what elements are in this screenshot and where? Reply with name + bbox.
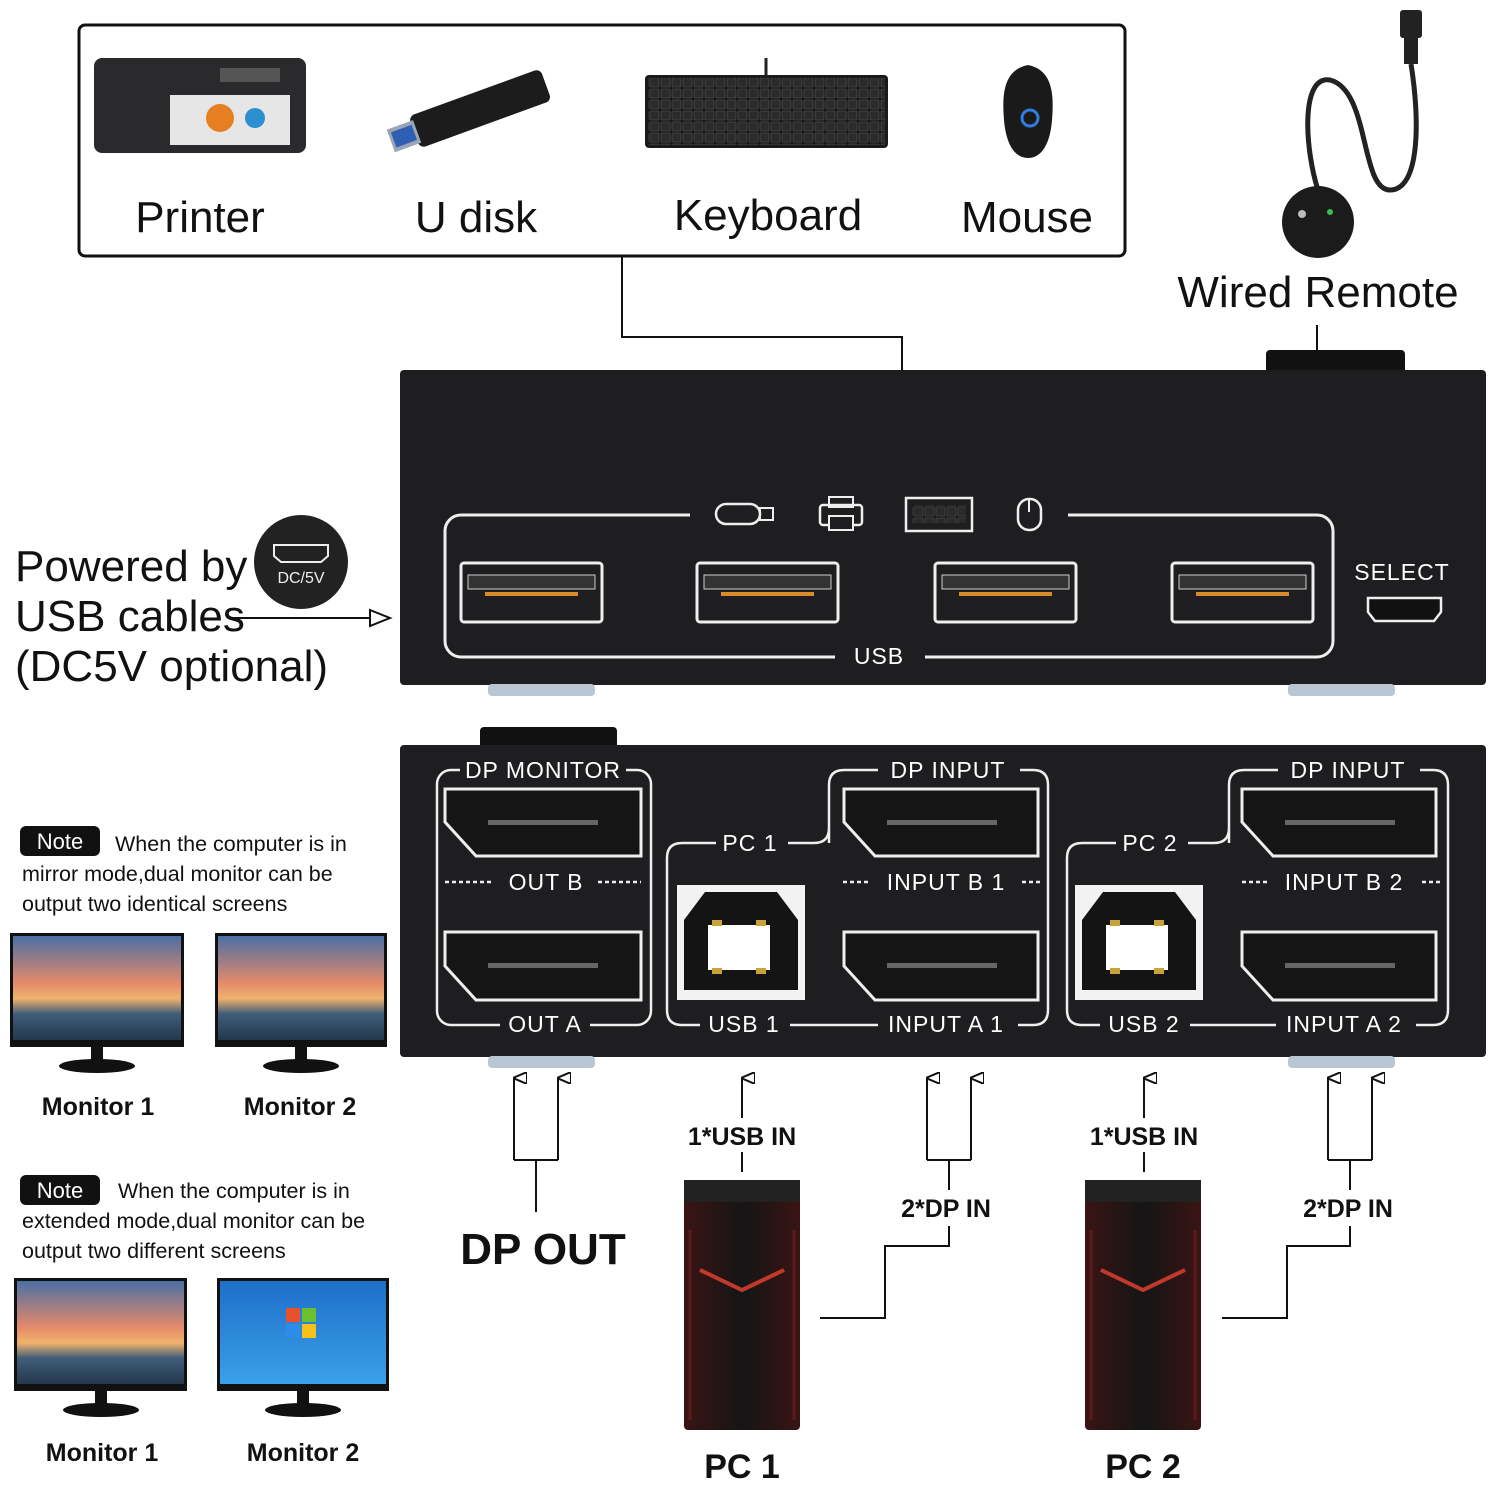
dp-out-label: DP OUT — [460, 1225, 626, 1274]
out-b-label: OUT B — [509, 869, 584, 895]
usb-in-label-pc1: 1*USB IN — [688, 1123, 796, 1151]
printer-icon — [818, 496, 864, 531]
monitor-label: Monitor 1 — [46, 1439, 159, 1467]
kvm-front-panel: USB SELECT — [400, 350, 1486, 696]
dp-port-input-b1[interactable] — [842, 787, 1040, 858]
usb-stick-icon — [714, 502, 774, 526]
dp-port-out-b[interactable] — [443, 787, 643, 858]
mouse-icon — [1016, 497, 1043, 532]
usb-hub-label: USB — [854, 643, 904, 669]
note-extended-mode: Note When the computer is in extended mo… — [20, 1175, 365, 1263]
usb-a-port[interactable] — [933, 561, 1078, 624]
peripheral-label-mouse: Mouse — [961, 193, 1093, 242]
wired-remote-image — [1282, 10, 1422, 258]
pc2-label: PC 2 — [1122, 830, 1177, 856]
usb-b-port-2[interactable] — [1075, 885, 1203, 1000]
select-port[interactable] — [1366, 596, 1443, 623]
dp-port-input-b2[interactable] — [1240, 787, 1438, 858]
monitor-label: Monitor 1 — [42, 1093, 155, 1121]
pc2-label: PC 2 — [1105, 1448, 1181, 1486]
input-b2-label: INPUT B 2 — [1285, 869, 1404, 895]
usb-in-label-pc2: 1*USB IN — [1090, 1123, 1198, 1151]
input-a1-label: INPUT A 1 — [888, 1011, 1004, 1037]
dp-monitor-label: DP MONITOR — [465, 757, 621, 783]
kvm-rear-panel: DP MONITOR OUT B OUT A PC 1 DP INPUT INP… — [400, 727, 1486, 1068]
keyboard-icon — [904, 496, 974, 533]
monitor-label: Monitor 2 — [247, 1439, 360, 1467]
note-line: mirror mode,dual monitor can be — [22, 862, 333, 886]
dp-in-label-pc1: 2*DP IN — [901, 1195, 991, 1223]
select-port-label: SELECT — [1354, 559, 1449, 585]
note-line: output two identical screens — [22, 892, 287, 916]
dp-input-2-label: DP INPUT — [1291, 757, 1406, 783]
out-a-label: OUT A — [508, 1011, 582, 1037]
usb-a-port[interactable] — [695, 561, 840, 624]
input-b1-label: INPUT B 1 — [887, 869, 1006, 895]
pc1-label: PC 1 — [722, 830, 777, 856]
pc1-tower-image — [684, 1180, 800, 1430]
power-arrowhead — [369, 608, 393, 628]
connection-lines — [513, 1078, 1372, 1319]
input-a2-label: INPUT A 2 — [1286, 1011, 1402, 1037]
usb2-label: USB 2 — [1108, 1011, 1179, 1037]
monitor-image — [14, 1278, 187, 1417]
power-line-2: USB cables — [15, 592, 245, 641]
note-line: output two different screens — [22, 1239, 286, 1263]
monitor-image — [215, 933, 387, 1073]
dp-input-1-label: DP INPUT — [891, 757, 1006, 783]
peripheral-label-keyboard: Keyboard — [674, 191, 862, 240]
usb-a-port[interactable] — [459, 561, 604, 624]
usb-b-port-1[interactable] — [677, 885, 805, 1000]
dp-port-out-a[interactable] — [443, 930, 643, 1002]
power-line-1: Powered by — [15, 542, 247, 591]
mouse-icon — [1003, 65, 1053, 158]
pc1-label: PC 1 — [704, 1448, 780, 1486]
printer-icon — [94, 58, 306, 153]
power-line-3: (DC5V optional) — [15, 642, 328, 691]
peripherals-box: Printer U disk Keyboard Mouse — [77, 23, 1127, 258]
dc5v-port-badge: DC/5V — [254, 515, 348, 609]
keyboard-icon — [645, 58, 888, 148]
note-line: When the computer is in — [115, 832, 347, 856]
peripheral-label-u-disk: U disk — [415, 193, 538, 242]
windows-logo-icon — [286, 1308, 316, 1338]
monitor-label: Monitor 2 — [244, 1093, 357, 1121]
usb1-label: USB 1 — [708, 1011, 779, 1037]
note-mirror-mode: Note When the computer is in mirror mode… — [20, 826, 347, 916]
note-line: extended mode,dual monitor can be — [22, 1209, 365, 1233]
peripheral-label-printer: Printer — [135, 193, 265, 242]
pc2-tower-image — [1085, 1180, 1201, 1430]
monitor-image — [10, 933, 184, 1073]
note-badge: Note — [37, 1178, 83, 1203]
monitor-image — [217, 1278, 389, 1417]
note-badge: Note — [37, 829, 83, 854]
dp-port-input-a2[interactable] — [1240, 930, 1438, 1002]
wired-remote-label: Wired Remote — [1177, 268, 1458, 317]
usb-stick-icon — [386, 70, 550, 153]
dp-in-label-pc2: 2*DP IN — [1303, 1195, 1393, 1223]
note-line: When the computer is in — [118, 1179, 350, 1203]
usb-a-port[interactable] — [1170, 561, 1315, 624]
dc5v-label: DC/5V — [277, 570, 324, 587]
dp-port-input-a1[interactable] — [842, 930, 1040, 1002]
